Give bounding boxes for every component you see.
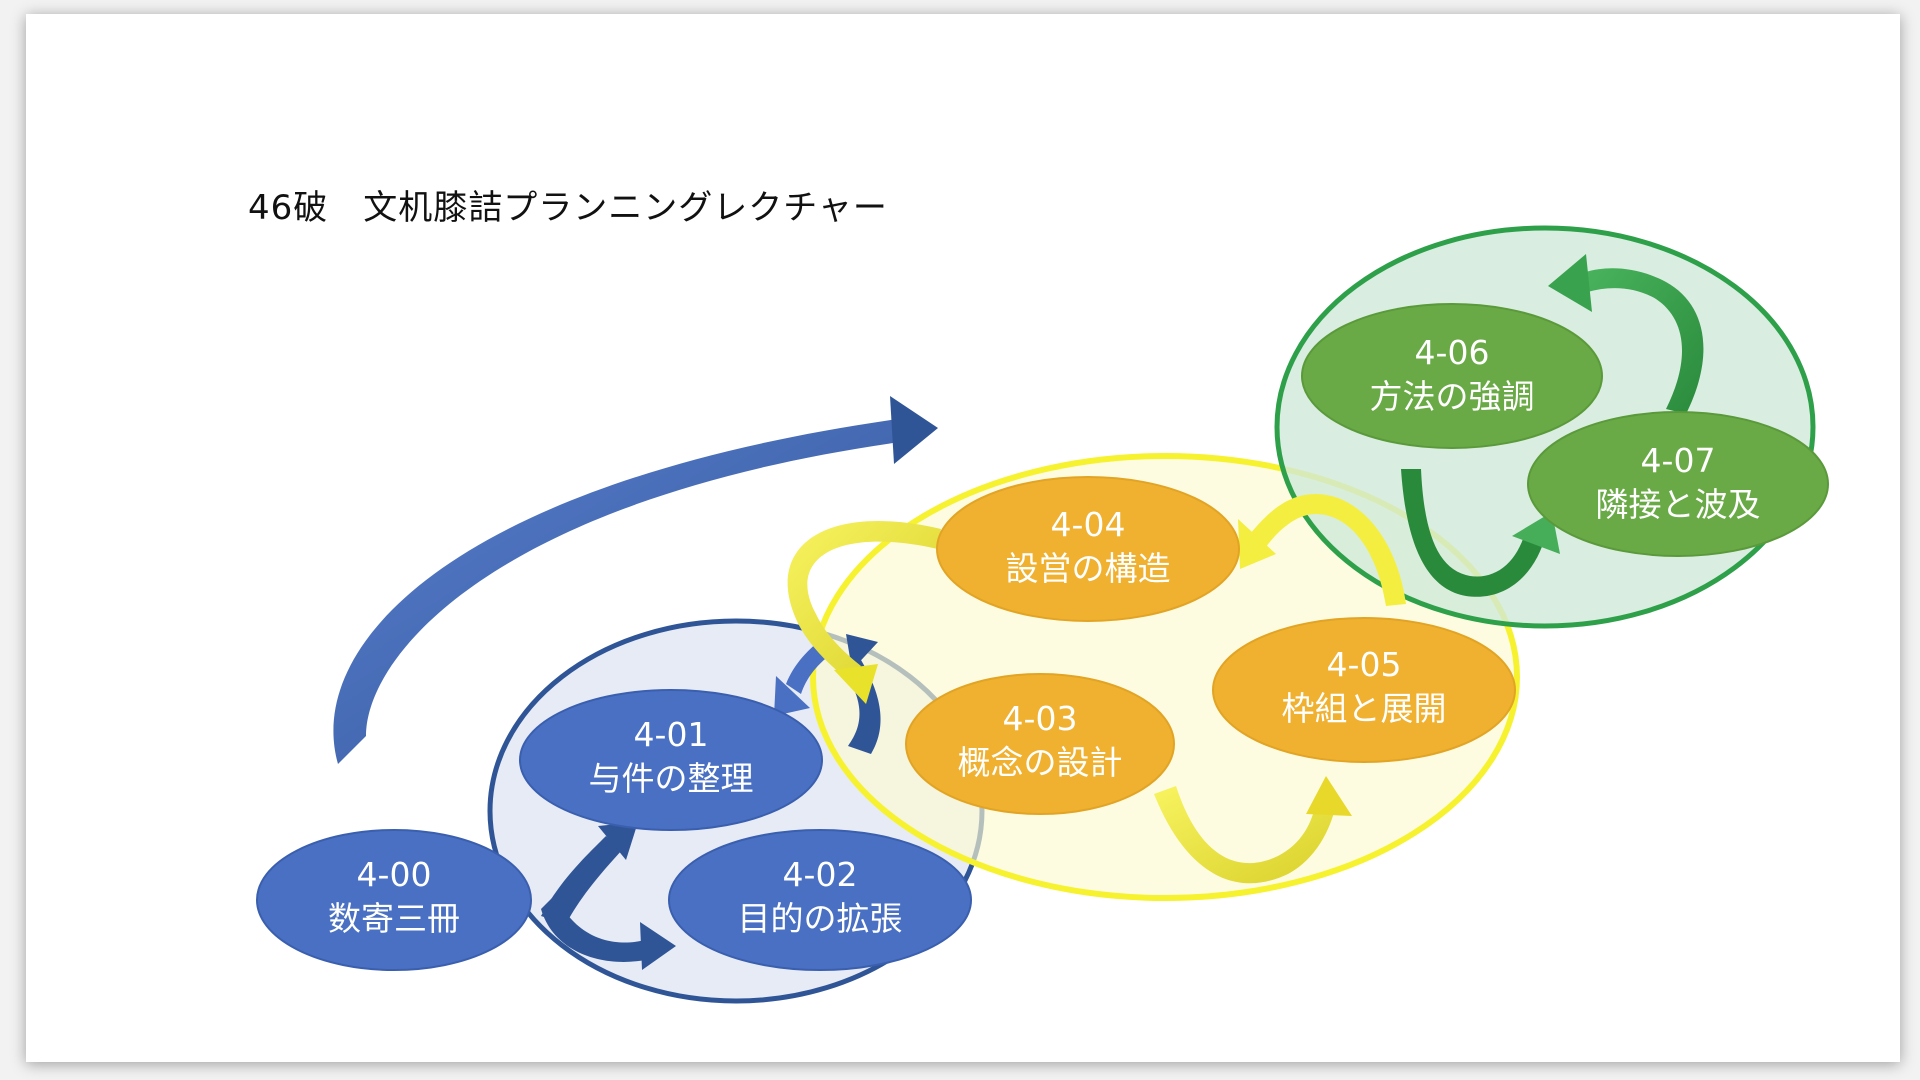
arrow-4-00-to-4-02: [541, 894, 676, 970]
node-4-07[interactable]: 4-07 隣接と波及: [1527, 411, 1829, 557]
node-4-07-label: 隣接と波及: [1596, 485, 1761, 524]
slide: 46破 文机膝詰プランニングレクチャー: [26, 14, 1900, 1062]
node-4-00-label: 数寄三冊: [328, 899, 460, 938]
node-4-06-code: 4-06: [1415, 333, 1490, 372]
node-4-07-code: 4-07: [1641, 441, 1716, 480]
node-4-01[interactable]: 4-01 与件の整理: [519, 689, 823, 831]
arrow-4-05-to-4-04: [1238, 494, 1406, 606]
node-4-00[interactable]: 4-00 数寄三冊: [256, 829, 532, 971]
node-4-06-label: 方法の強調: [1370, 377, 1535, 416]
planning-diagram: 4-00 数寄三冊 4-01 与件の整理 4-02 目的の拡張 4-03 概念の…: [256, 225, 1829, 1004]
node-4-00-code: 4-00: [357, 855, 432, 894]
node-4-02-label: 目的の拡張: [738, 899, 903, 938]
arrow-4-07-to-4-06: [1548, 254, 1704, 414]
node-4-03-label: 概念の設計: [958, 743, 1123, 782]
node-4-05-label: 枠組と展開: [1282, 689, 1447, 728]
node-4-04[interactable]: 4-04 設営の構造: [936, 476, 1240, 622]
node-4-03[interactable]: 4-03 概念の設計: [905, 673, 1175, 815]
node-4-04-label: 設営の構造: [1006, 549, 1171, 588]
arrow-4-00-to-4-01: [541, 822, 638, 924]
node-4-06[interactable]: 4-06 方法の強調: [1301, 303, 1603, 449]
node-4-02[interactable]: 4-02 目的の拡張: [668, 829, 972, 971]
node-4-02-code: 4-02: [783, 855, 858, 894]
node-4-05-code: 4-05: [1327, 645, 1402, 684]
node-4-01-code: 4-01: [634, 715, 709, 754]
node-4-05[interactable]: 4-05 枠組と展開: [1212, 617, 1516, 763]
node-4-03-code: 4-03: [1003, 699, 1078, 738]
node-4-04-code: 4-04: [1051, 505, 1126, 544]
page-title: 46破 文机膝詰プランニングレクチャー: [248, 188, 888, 228]
arrow-4-04-to-4-03: [787, 520, 941, 704]
arrow-4-03-to-4-05: [1154, 776, 1352, 884]
node-4-01-label: 与件の整理: [589, 759, 754, 798]
arrow-4-00-to-4-04: [333, 396, 938, 764]
arrow-4-06-to-4-07: [1401, 469, 1560, 597]
